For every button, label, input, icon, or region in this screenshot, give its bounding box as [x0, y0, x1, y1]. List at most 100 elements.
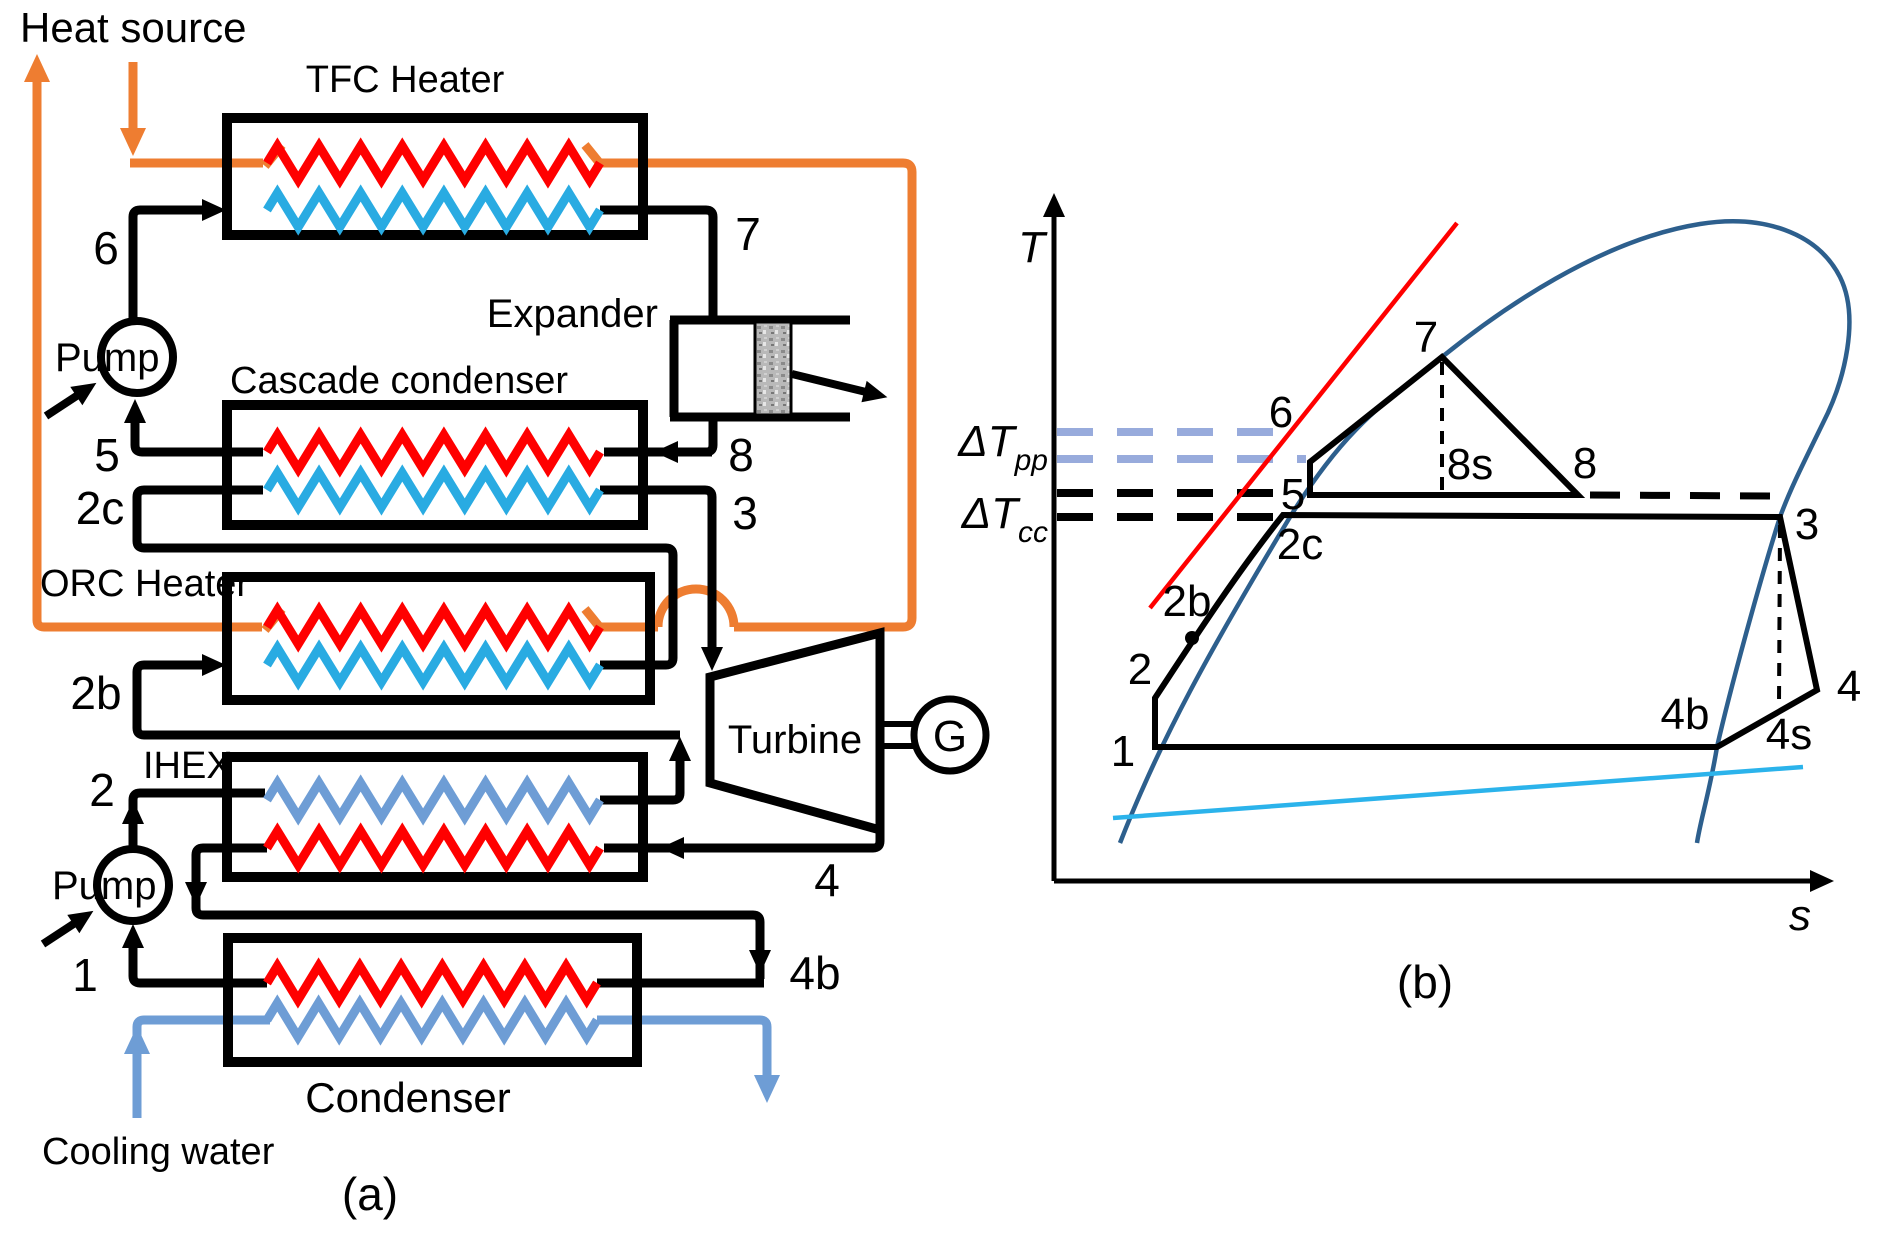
- turbine-generator: [705, 627, 990, 836]
- orc-cold-coil: [263, 639, 604, 691]
- state-label-4b: 4b: [789, 947, 840, 999]
- pipe-1: [122, 924, 267, 988]
- tfc-cycle-path: [1307, 352, 1586, 498]
- expander: [669, 315, 888, 422]
- turbine-body: [705, 627, 885, 836]
- ts-axes: [1043, 193, 1834, 892]
- guide-lines: [1057, 428, 1306, 521]
- cooling-water-label: Cooling water: [42, 1131, 275, 1173]
- delta-t-cascade-main: ΔT: [961, 489, 1022, 538]
- generator-circle: [910, 695, 990, 775]
- ihex-cold-coil: [263, 774, 604, 826]
- ts-label-2b: 2b: [1163, 577, 1212, 626]
- pipe-6: [128, 199, 226, 323]
- cascade-condenser-label: Cascade condenser: [230, 360, 568, 402]
- ihex-box: [222, 752, 648, 882]
- heat-source-line: [1148, 221, 1459, 610]
- delta-t-pinch-main: ΔT: [957, 417, 1018, 466]
- delta-t-pinch-label: ΔTpp: [957, 417, 1048, 477]
- ihex-label: IHEX: [143, 745, 232, 787]
- cooling-water-pipes: [124, 1015, 780, 1118]
- pipe-2b-rise: [600, 737, 691, 805]
- delta-t-pinch-sub: pp: [1014, 444, 1048, 477]
- caption-b: (b): [1397, 956, 1453, 1008]
- orc-cycle-path: [1152, 511, 1821, 750]
- ts-label-2c: 2c: [1277, 520, 1323, 569]
- condenser-box: [223, 933, 642, 1067]
- condenser-hot-coil: [263, 957, 601, 1009]
- tfc-pump-circle: [97, 317, 177, 397]
- cascade-hot-coil: [263, 426, 604, 478]
- ts-label-2: 2: [1128, 645, 1152, 694]
- ts-label-6: 6: [1269, 388, 1293, 437]
- state-label-1: 1: [72, 949, 98, 1001]
- ts-label-1: 1: [1111, 727, 1135, 776]
- pipe-5: [124, 399, 263, 457]
- pipe-2b-run: [132, 654, 680, 740]
- ts-label-5: 5: [1281, 470, 1305, 519]
- condenser-label: Condenser: [305, 1074, 510, 1121]
- pipe-4b: [191, 843, 765, 979]
- state-label-6: 6: [93, 222, 119, 274]
- panel-b-ts-diagram: T s ΔTpp ΔTcc 6 7 8s 8 5 2c 3 4 4s 4b 2b…: [957, 193, 1861, 1008]
- t-axis-label: T: [1018, 223, 1048, 272]
- ts-label-4s: 4s: [1766, 710, 1812, 759]
- pipe-7: [600, 205, 718, 318]
- state-label-5: 5: [94, 429, 120, 481]
- expander-piston: [753, 320, 793, 417]
- state-label-7: 7: [735, 208, 761, 260]
- cooling-water-in: [132, 1015, 270, 1118]
- ts-label-8: 8: [1573, 439, 1597, 488]
- pipe-4: [604, 828, 885, 853]
- tfc-cold-coil: [263, 184, 604, 236]
- orc-pump-label: Pump: [52, 864, 157, 908]
- pipe-2: [128, 788, 265, 847]
- ts-label-4: 4: [1837, 662, 1861, 711]
- turbine-shaft: [880, 721, 914, 749]
- isentropic-4s-dash: [1777, 524, 1782, 706]
- expander-work-arrow: [791, 370, 888, 403]
- cooling-water-line: [1112, 764, 1804, 821]
- tfc-pump-drive-arrow: [43, 382, 97, 420]
- ts-label-8s: 8s: [1447, 440, 1493, 489]
- ts-label-7: 7: [1414, 313, 1438, 362]
- panel-b-labels: T s ΔTpp ΔTcc 6 7 8s 8 5 2c 3 4 4s 4b 2b…: [957, 223, 1861, 1008]
- tfc-condensing-dash-extension: [1589, 491, 1775, 500]
- cascade-condenser-box: [222, 400, 648, 530]
- heat-source-label: Heat source: [20, 4, 246, 51]
- tfc-heater-box: [222, 113, 648, 240]
- condenser-water-coil: [263, 994, 601, 1046]
- tfc-pump-label: Pump: [55, 336, 160, 380]
- pipe-3: [600, 485, 723, 671]
- point-2b-dot: [1185, 631, 1199, 645]
- panel-a-labels: Heat source TFC Heater Expander Cascade …: [20, 4, 967, 1220]
- state-label-2: 2: [89, 764, 115, 816]
- ihex-hot-coil: [263, 822, 604, 874]
- heat-source-outlet-pipe: [24, 54, 262, 632]
- state-label-2b: 2b: [70, 667, 121, 719]
- delta-t-cascade-label: ΔTcc: [961, 489, 1048, 549]
- ts-label-4b: 4b: [1661, 690, 1710, 739]
- s-axis-label: s: [1789, 891, 1811, 940]
- cascade-cold-coil: [263, 464, 604, 516]
- state-label-8: 8: [728, 429, 754, 481]
- state-label-2c: 2c: [76, 482, 125, 534]
- pumps: [40, 317, 177, 948]
- pipe-2c: [132, 485, 678, 670]
- cooling-water-out: [597, 1015, 780, 1103]
- heat-exchanger-boxes: [222, 113, 655, 1067]
- state-label-4: 4: [814, 854, 840, 906]
- caption-a: (a): [342, 1168, 398, 1220]
- orc-heater-label: ORC Heater: [40, 563, 249, 605]
- orc-hot-coil: [263, 601, 604, 653]
- tfc-heater-label: TFC Heater: [306, 59, 505, 101]
- expander-label: Expander: [487, 292, 658, 336]
- tfc-loop-pipes: [124, 199, 723, 671]
- orc-loop-pipes: [122, 485, 885, 988]
- state-label-3: 3: [732, 487, 758, 539]
- orc-pump-drive-arrow: [40, 910, 94, 948]
- turbine-label: Turbine: [728, 718, 862, 762]
- panel-a-schematic: Heat source TFC Heater Expander Cascade …: [20, 4, 990, 1220]
